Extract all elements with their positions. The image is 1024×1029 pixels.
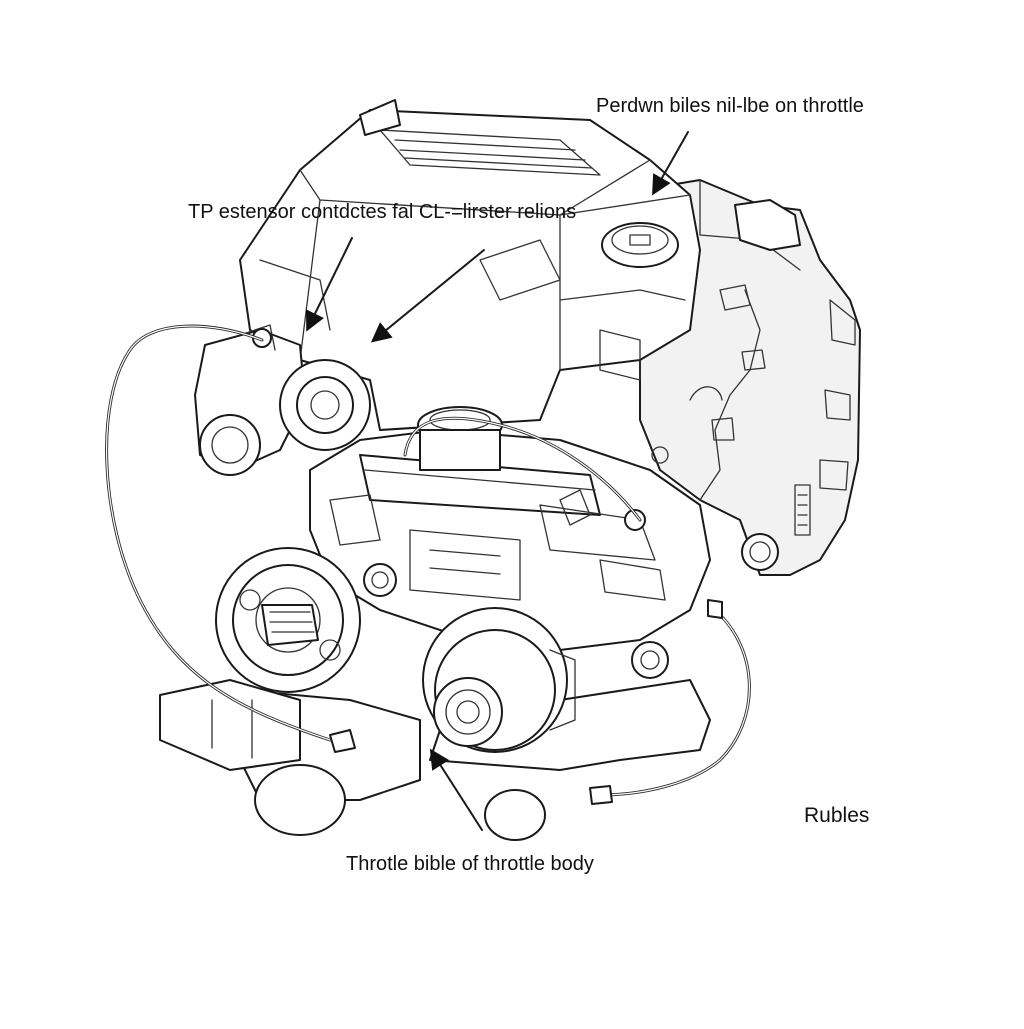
callout-arrow-top-left-2 [370,249,485,343]
throttle-cable [105,324,751,805]
callout-arrows [306,131,689,831]
engine-cover [239,99,701,431]
pulley-left [215,547,361,693]
wiring-harness [651,284,766,501]
callout-label-side: Rubles [804,804,870,827]
callout-label-top-right: Perdwn biles nil-lbe on throttle [596,95,864,117]
throttle-body [194,324,371,476]
crank-pulley [422,607,576,753]
callout-label-top-left: TP estensor contdctes fal CL-=lirster re… [188,201,577,223]
callout-label-bottom: Throtle bible of throttle body [346,853,594,875]
callout-arrow-top-right [652,131,689,196]
callout-arrow-top-left-1 [306,237,353,332]
callout-arrow-bottom [429,748,483,831]
